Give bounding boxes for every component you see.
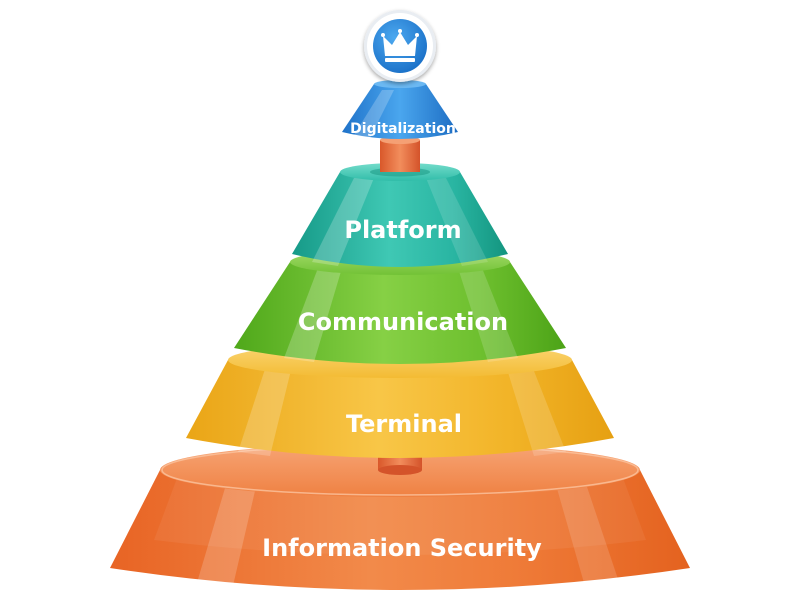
label-communication: Communication [298, 308, 508, 336]
layer-platform [292, 163, 508, 267]
label-digitalization: Digitalization [350, 121, 456, 137]
crown-icon [381, 29, 419, 62]
label-information-security: Information Security [262, 534, 542, 562]
label-platform: Platform [344, 216, 461, 244]
layer-digitalization [342, 80, 458, 139]
crown-badge [364, 10, 436, 82]
connector-upper [380, 136, 420, 172]
label-terminal: Terminal [346, 410, 462, 438]
